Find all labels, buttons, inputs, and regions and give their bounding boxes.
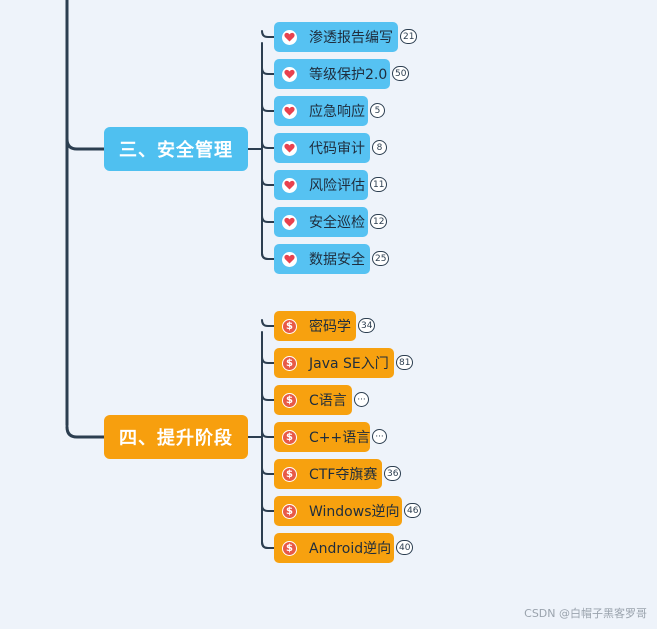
branch-label: 四、提升阶段 <box>119 428 233 449</box>
leaf-label: C语言 <box>309 393 347 409</box>
leaf-node[interactable]: 应急响应 <box>274 96 368 126</box>
count-badge[interactable]: ··· <box>372 429 387 444</box>
count-badge[interactable]: 36 <box>384 466 402 481</box>
leaf-node[interactable]: $ C++语言 <box>274 422 370 452</box>
leaf-label: 应急响应 <box>309 104 365 120</box>
leaf-node[interactable]: 数据安全 <box>274 244 370 274</box>
count-badge[interactable]: 81 <box>396 355 414 370</box>
dollar-icon: $ <box>282 392 297 408</box>
leaf-label: C++语言 <box>309 430 371 446</box>
count-badge[interactable]: 46 <box>404 503 422 518</box>
count-badge[interactable]: 8 <box>372 140 387 155</box>
heart-icon <box>282 251 297 267</box>
leaf-label: 渗透报告编写 <box>309 30 393 46</box>
leaf-node[interactable]: 安全巡检 <box>274 207 368 237</box>
branch-node[interactable]: 四、提升阶段 <box>104 415 248 459</box>
leaf-node[interactable]: 等级保护2.0 <box>274 59 390 89</box>
leaf-node[interactable]: 代码审计 <box>274 133 370 163</box>
leaf-label: 等级保护2.0 <box>309 67 388 83</box>
watermark: CSDN @白帽子黑客罗哥 <box>524 607 647 620</box>
count-badge[interactable]: 11 <box>370 177 388 192</box>
leaf-node[interactable]: $ 密码学 <box>274 311 356 341</box>
leaf-label: 风险评估 <box>309 178 365 194</box>
count-badge[interactable]: 12 <box>370 214 388 229</box>
dollar-icon: $ <box>282 318 297 334</box>
dollar-icon: $ <box>282 466 297 482</box>
heart-icon <box>282 214 297 230</box>
leaf-label: Java SE入门 <box>309 356 389 372</box>
leaf-node[interactable]: $ CTF夺旗赛 <box>274 459 382 489</box>
leaf-node[interactable]: $ Windows逆向 <box>274 496 402 526</box>
leaf-label: 密码学 <box>309 319 351 335</box>
dollar-icon: $ <box>282 355 297 371</box>
heart-icon <box>282 66 297 82</box>
heart-icon <box>282 177 297 193</box>
heart-icon <box>282 103 297 119</box>
count-badge[interactable]: 40 <box>396 540 414 555</box>
branch-node[interactable]: 三、安全管理 <box>104 127 248 171</box>
dollar-icon: $ <box>282 540 297 556</box>
leaf-node[interactable]: 风险评估 <box>274 170 368 200</box>
leaf-label: 代码审计 <box>309 141 365 157</box>
count-badge[interactable]: 34 <box>358 318 376 333</box>
leaf-node[interactable]: 渗透报告编写 <box>274 22 398 52</box>
count-badge[interactable]: 21 <box>400 29 418 44</box>
leaf-node[interactable]: $ Java SE入门 <box>274 348 394 378</box>
count-badge[interactable]: 25 <box>372 251 390 266</box>
heart-icon <box>282 29 297 45</box>
dollar-icon: $ <box>282 503 297 519</box>
leaf-label: Windows逆向 <box>309 504 400 520</box>
branch-label: 三、安全管理 <box>119 140 233 161</box>
leaf-label: CTF夺旗赛 <box>309 467 378 483</box>
leaf-label: 数据安全 <box>309 252 365 268</box>
leaf-label: Android逆向 <box>309 541 392 557</box>
count-badge[interactable]: ··· <box>354 392 369 407</box>
leaf-node[interactable]: $ C语言 <box>274 385 352 415</box>
leaf-label: 安全巡检 <box>309 215 365 231</box>
count-badge[interactable]: 50 <box>392 66 410 81</box>
count-badge[interactable]: 5 <box>370 103 385 118</box>
heart-icon <box>282 140 297 156</box>
leaf-node[interactable]: $ Android逆向 <box>274 533 394 563</box>
dollar-icon: $ <box>282 429 297 445</box>
